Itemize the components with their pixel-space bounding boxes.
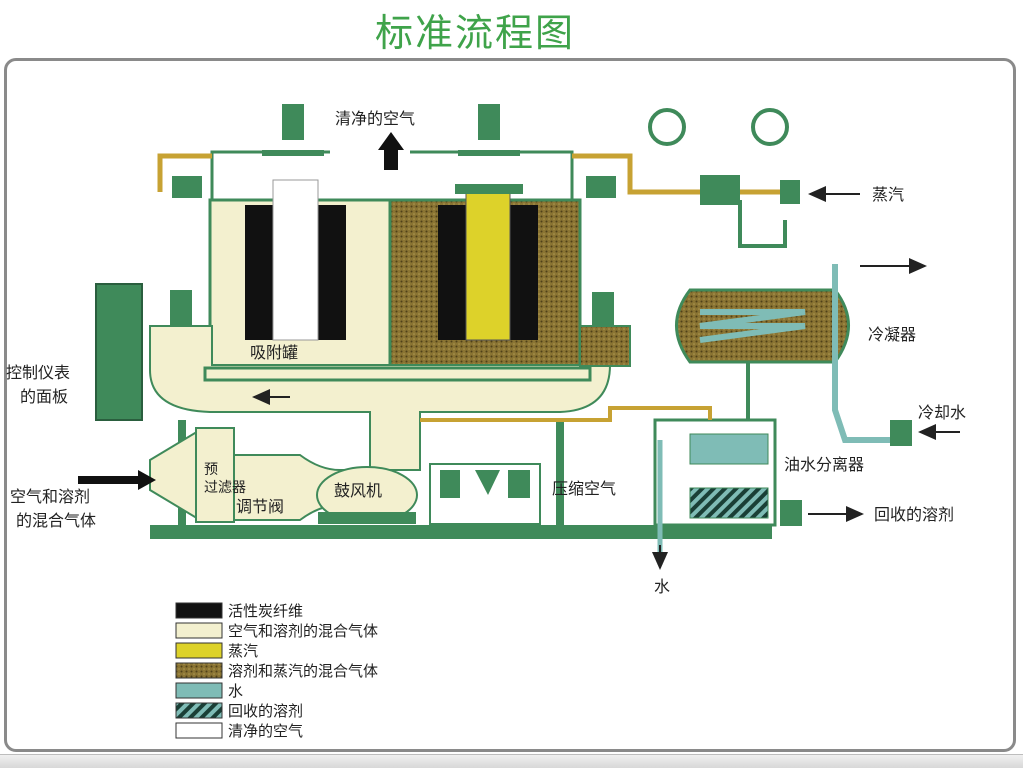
label-control-panel-2: 的面板	[20, 387, 68, 406]
label-adsorber: 吸附罐	[250, 343, 298, 362]
solvent-valve	[780, 500, 802, 526]
left-motor	[282, 104, 304, 140]
legend-swatch-solvent-steam	[175, 662, 223, 679]
steam-return-line	[420, 406, 712, 422]
steam-valve	[780, 180, 800, 204]
label-preheater-2: 过滤器	[204, 480, 246, 496]
legend-label-steam: 蒸汽	[228, 642, 258, 660]
legend-swatch-carbon	[175, 602, 223, 619]
legend-swatch-clean-air	[175, 722, 223, 739]
left-motor-base	[262, 150, 324, 156]
legend-label-recovered: 回收的溶剂	[228, 702, 303, 720]
bypass-loop	[738, 200, 787, 248]
legend: 活性炭纤维 空气和溶剂的混合气体 蒸汽 溶剂和蒸汽的混合气体 水 回收的溶剂 清…	[175, 602, 378, 740]
right-flange	[455, 184, 523, 194]
label-recovered-solvent: 回收的溶剂	[874, 505, 954, 524]
label-water-out: 水	[654, 577, 670, 596]
right-carbon-bed-2	[510, 205, 538, 340]
control-panel	[95, 283, 143, 421]
diagram-frame	[4, 58, 1016, 752]
right-mid-valve	[592, 292, 614, 328]
label-preheater-1: 预	[204, 462, 218, 478]
left-carbon-bed-1	[245, 205, 273, 340]
base-platform	[150, 525, 772, 539]
separator-solvent	[689, 487, 769, 519]
blower-base	[318, 512, 416, 524]
lower-duct-inner	[203, 366, 592, 382]
unit-filter-1	[440, 470, 460, 498]
right-side-brown-duct	[579, 325, 631, 367]
right-motor	[478, 104, 500, 140]
clean-air-arrow	[378, 132, 404, 170]
left-mid-valve	[170, 290, 192, 330]
bottom-bar	[0, 754, 1023, 768]
label-steam-in: 蒸汽	[872, 185, 904, 204]
support-leg-2	[556, 420, 564, 525]
page-title: 标准流程图	[374, 11, 575, 55]
label-condenser: 冷凝器	[868, 325, 916, 344]
condenser-coil	[699, 309, 806, 343]
filter-block	[195, 427, 235, 523]
label-blower: 鼓风机	[334, 481, 382, 500]
label-cooling-water: 冷却水	[918, 403, 966, 422]
legend-swatch-mix-gas	[175, 622, 223, 639]
label-separator: 油水分离器	[784, 455, 864, 474]
label-compressed-air: 压缩空气	[552, 479, 616, 498]
legend-label-mix-gas: 空气和溶剂的混合气体	[228, 622, 378, 640]
legend-swatch-water	[175, 682, 223, 699]
steam-pipe	[157, 153, 212, 192]
right-carbon-bed-1	[438, 205, 466, 340]
right-top-valve	[586, 176, 616, 198]
pressure-gauge-1	[648, 108, 686, 146]
legend-label-clean-air: 清净的空气	[228, 722, 303, 740]
left-center-tube	[272, 179, 319, 341]
cooling-valve	[890, 420, 912, 446]
label-mix-gas-2: 的混合气体	[16, 511, 96, 530]
label-clean-air-top: 清净的空气	[335, 109, 415, 128]
pressure-gauge-2	[751, 108, 789, 146]
unit-filter-3	[508, 470, 530, 498]
pressure-regulator	[700, 175, 740, 205]
label-mix-gas-1: 空气和溶剂	[10, 487, 90, 506]
legend-label-solvent-steam: 溶剂和蒸汽的混合气体	[228, 662, 378, 680]
left-carbon-bed-2	[318, 205, 346, 340]
legend-label-water: 水	[228, 682, 243, 700]
left-top-valve	[172, 176, 202, 198]
separator-water	[689, 433, 769, 465]
legend-swatch-recovered	[175, 702, 223, 719]
legend-label-carbon: 活性炭纤维	[228, 602, 303, 620]
cooling-pipe	[832, 264, 900, 443]
unit-filter-2	[475, 470, 500, 495]
inlet-arrow	[78, 470, 156, 490]
right-motor-base	[458, 150, 520, 156]
right-steam-tube	[465, 189, 511, 341]
legend-swatch-steam	[175, 642, 223, 659]
label-control-panel-1: 控制仪表	[6, 363, 70, 382]
label-valve: 调节阀	[236, 497, 284, 516]
intake-cone	[149, 428, 201, 522]
